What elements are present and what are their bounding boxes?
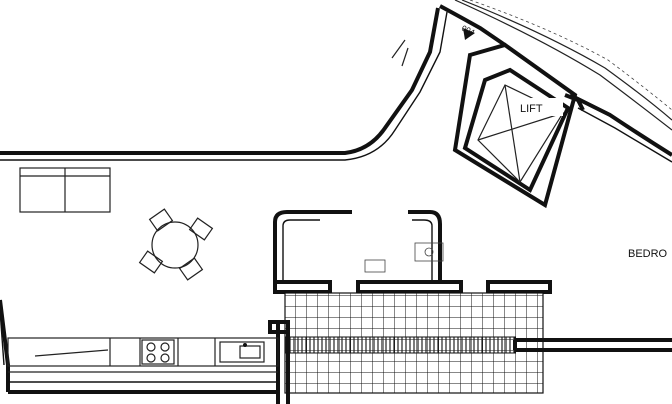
kitchen-island — [273, 210, 552, 294]
balcony-rail — [454, 0, 672, 131]
door-swing — [391, 39, 409, 67]
lift: LIFT — [452, 42, 585, 209]
stair-marker: 004 — [460, 24, 477, 40]
bedroom-label: BEDRO — [628, 248, 668, 260]
dining-table — [138, 208, 214, 281]
sofa — [19, 167, 111, 213]
kitchen-counter — [7, 337, 279, 373]
sink — [219, 341, 265, 363]
lift-label: LIFT — [520, 103, 543, 115]
tiled-floor — [284, 292, 544, 394]
cooktop — [141, 339, 175, 365]
